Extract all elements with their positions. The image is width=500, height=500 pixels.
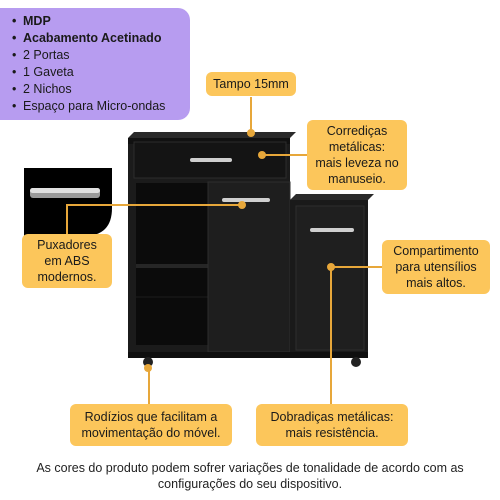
- connector-rodizios: [148, 366, 150, 406]
- handle-detail-zoom: [24, 168, 112, 236]
- color-disclaimer-line: configurações do seu dispositivo.: [157, 477, 343, 491]
- callout-rodizios-line: Rodízios que facilitam a: [84, 410, 218, 424]
- connector-dobradicas: [330, 268, 332, 406]
- callout-puxadores-line: modernos.: [37, 270, 97, 284]
- connector-dot: [238, 201, 246, 209]
- connector-dot: [327, 263, 335, 271]
- callout-corredicas-line: metálicas:: [328, 140, 386, 154]
- connector-tampo: [250, 97, 252, 133]
- connector-puxadores-vert: [66, 204, 68, 234]
- callout-compartimento-line: Compartimento: [393, 244, 479, 258]
- callout-tampo: Tampo 15mm: [206, 72, 296, 96]
- callout-tampo-text: Tampo 15mm: [213, 77, 289, 91]
- specs-list: MDPAcabamento Acetinado2 Portas1 Gaveta2…: [12, 13, 190, 115]
- callout-compartimento: Compartimento para utensílios mais altos…: [382, 240, 490, 294]
- color-disclaimer: As cores do produto podem sofrer variaçõ…: [20, 460, 480, 492]
- callout-compartimento-line: para utensílios: [395, 260, 477, 274]
- spec-item: 1 Gaveta: [12, 64, 190, 81]
- connector-dot: [258, 151, 266, 159]
- callout-rodizios-line: movimentação do móvel.: [81, 426, 221, 440]
- spec-item: Acabamento Acetinado: [12, 30, 190, 47]
- callout-dobradicas-line: Dobradiças metálicas:: [270, 410, 394, 424]
- callout-dobradicas: Dobradiças metálicas: mais resistência.: [256, 404, 408, 446]
- spec-item: MDP: [12, 13, 190, 30]
- connector-dot: [247, 129, 255, 137]
- callout-puxadores-line: Puxadores: [37, 238, 97, 252]
- callout-corredicas-line: mais leveza no: [315, 156, 399, 170]
- spec-item: 2 Nichos: [12, 81, 190, 98]
- specs-panel: MDPAcabamento Acetinado2 Portas1 Gaveta2…: [0, 8, 190, 120]
- spec-item: 2 Portas: [12, 47, 190, 64]
- color-disclaimer-line: As cores do produto podem sofrer variaçõ…: [36, 461, 464, 475]
- connector-corredicas: [262, 154, 307, 156]
- callout-compartimento-line: mais altos.: [406, 276, 466, 290]
- callout-corredicas-line: Corrediças: [326, 124, 388, 138]
- connector-puxadores: [66, 204, 240, 206]
- callout-rodizios: Rodízios que facilitam a movimentação do…: [70, 404, 232, 446]
- callout-puxadores: Puxadores em ABS modernos.: [22, 234, 112, 288]
- callout-corredicas-line: manuseio.: [328, 172, 386, 186]
- connector-compartimento: [330, 266, 382, 268]
- callout-corredicas: Corrediças metálicas: mais leveza no man…: [307, 120, 407, 190]
- connector-dot: [144, 364, 152, 372]
- callout-dobradicas-line: mais resistência.: [285, 426, 379, 440]
- spec-item: Espaço para Micro-ondas: [12, 98, 190, 115]
- callout-puxadores-line: em ABS: [44, 254, 90, 268]
